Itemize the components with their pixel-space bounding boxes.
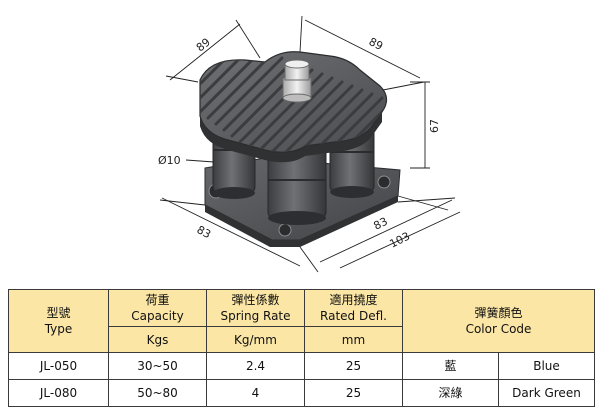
header-color-code: 彈簧顏色 Color Code: [402, 289, 595, 353]
header-capacity: 荷重 Capacity: [108, 289, 207, 327]
header-capacity-en: Capacity: [131, 309, 184, 323]
cell-color-en: Dark Green: [498, 379, 595, 407]
dim-top-right: 89: [367, 35, 385, 53]
cell-rated-defl: 25: [304, 352, 403, 380]
header-spring-rate-zh: 彈性係數: [231, 293, 280, 307]
dim-bolt-diameter: Ø10: [158, 154, 181, 167]
center-bolt: [282, 59, 312, 103]
header-type-en: Type: [44, 322, 73, 336]
header-rated-defl-zh: 適用撓度: [329, 293, 378, 307]
cell-type: JL-050: [8, 352, 109, 380]
dimension-lines: [159, 15, 461, 273]
header-rated-defl-en: Rated Defl.: [320, 309, 387, 323]
header-color-en: Color Code: [465, 322, 532, 336]
header-rated-defl: 適用撓度 Rated Defl.: [304, 289, 403, 327]
dim-base-diagonal: 103: [387, 230, 412, 251]
dim-base-right: 83: [371, 215, 389, 233]
header-spring-rate-en: Spring Rate: [220, 309, 291, 323]
product-drawing: 89 89 67 Ø10 83 83 103: [158, 15, 461, 273]
dim-top-left: 89: [194, 36, 213, 55]
dim-base-left: 83: [195, 223, 213, 241]
mounting-hole-right: [377, 175, 391, 189]
cell-type: JL-080: [8, 379, 109, 407]
cell-color-zh: 藍: [402, 352, 499, 380]
dim-height: 67: [428, 119, 441, 133]
unit-rated-defl: mm: [304, 326, 403, 353]
cell-capacity: 30~50: [108, 352, 207, 380]
spring-mount-illustration: 89 89 67 Ø10 83 83 103: [158, 15, 461, 273]
cell-spring-rate: 2.4: [206, 352, 305, 380]
header-capacity-zh: 荷重: [145, 293, 170, 307]
cell-capacity: 50~80: [108, 379, 207, 407]
cell-color-en: Blue: [498, 352, 595, 380]
cell-spring-rate: 4: [206, 379, 305, 407]
header-type: 型號 Type: [8, 289, 109, 353]
cell-color-zh: 深綠: [402, 379, 499, 407]
table-row: JL-080 50~80 4 25 深綠 Dark Green: [8, 379, 595, 407]
mounting-hole-front: [278, 223, 292, 237]
table-row: JL-050 30~50 2.4 25 藍 Blue: [8, 352, 595, 380]
unit-capacity: Kgs: [108, 326, 207, 353]
header-color-zh: 彈簧顏色: [474, 306, 523, 320]
header-type-zh: 型號: [46, 306, 71, 320]
unit-spring-rate: Kg/mm: [206, 326, 305, 353]
cell-rated-defl: 25: [304, 379, 403, 407]
spec-table: 型號 Type 荷重 Capacity 彈性係數 Spring Rate 適用撓…: [8, 289, 595, 407]
header-spring-rate: 彈性係數 Spring Rate: [206, 289, 305, 327]
